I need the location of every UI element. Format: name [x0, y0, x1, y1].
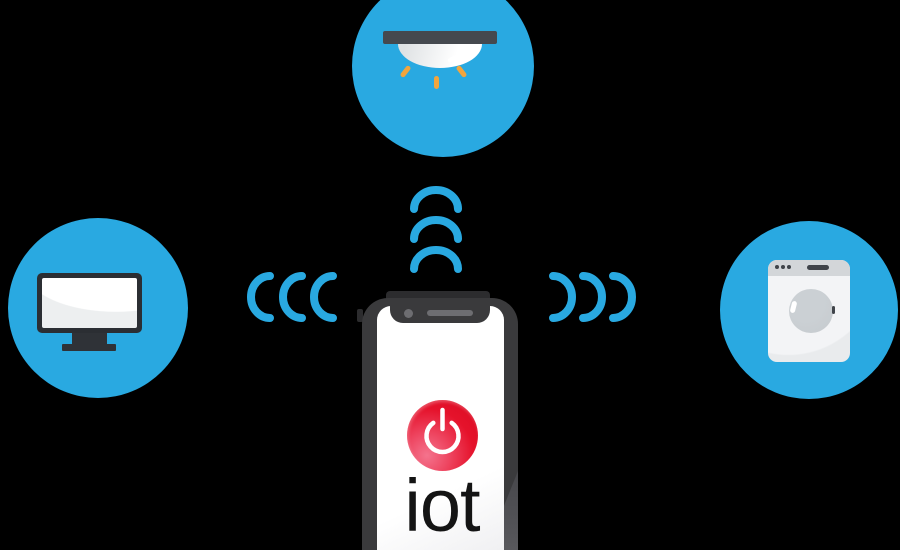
washer-door-latch — [832, 306, 835, 314]
signal-wave-arc — [609, 272, 636, 322]
monitor-screen — [42, 278, 137, 328]
washer-button-dot — [787, 265, 791, 269]
signal-wave-arc — [410, 186, 462, 213]
light-ray — [434, 76, 439, 89]
camera-icon — [404, 309, 413, 318]
signal-wave-arc — [279, 272, 306, 322]
signal-wave-arc — [310, 272, 337, 322]
phone-side-button — [357, 309, 363, 322]
washer-door — [789, 289, 833, 333]
device-circle-light — [352, 0, 534, 157]
power-icon — [424, 407, 461, 455]
speaker-grille — [427, 310, 473, 316]
signal-waves-right-icon — [549, 272, 636, 322]
washer-button-dot — [775, 265, 779, 269]
signal-wave-arc — [410, 216, 462, 243]
washer-button-dot — [781, 265, 785, 269]
signal-wave-arc — [410, 246, 462, 273]
power-icon-ring — [424, 420, 461, 455]
signal-wave-arc — [549, 272, 576, 322]
signal-waves-up-icon — [410, 186, 462, 273]
iot-label: iot — [404, 464, 480, 547]
monitor-stand-neck — [72, 333, 107, 344]
signal-wave-arc — [247, 272, 274, 322]
signal-wave-arc — [579, 272, 606, 322]
light-mount-bar — [383, 31, 497, 44]
monitor-stand-base — [62, 344, 116, 351]
signal-waves-left-icon — [247, 272, 337, 322]
washer-display-slot — [807, 265, 829, 270]
